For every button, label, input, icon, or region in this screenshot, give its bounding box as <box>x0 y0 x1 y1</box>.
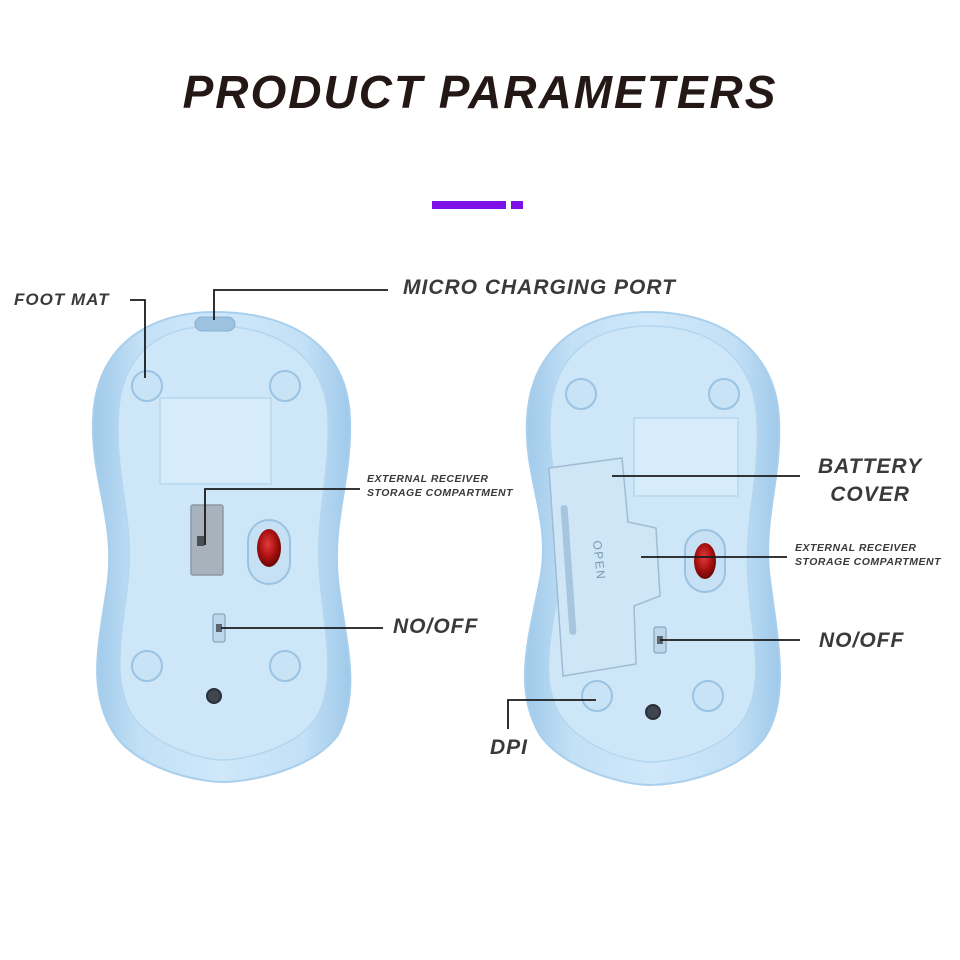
scroll-wheel-left <box>257 529 281 567</box>
mouse-bottom-view-left <box>91 310 352 784</box>
foot-mat-right-top-left <box>565 378 597 410</box>
mouse-bottom-view-right: OPEN <box>523 310 782 787</box>
battery-cover-panel <box>548 457 661 677</box>
foot-mat-left-bottom-right <box>269 650 301 682</box>
mouse-hole-right <box>645 704 661 720</box>
battery-cover-line2: COVER <box>830 483 910 506</box>
receiver-slot-left <box>190 504 224 576</box>
page-title: PRODUCT PARAMETERS <box>182 66 778 118</box>
accent-bar-short <box>511 201 523 209</box>
foot-mat-left-bottom-left <box>131 650 163 682</box>
battery-cover-groove <box>560 505 577 635</box>
sensor-panel-left <box>159 397 272 485</box>
battery-cover-open-engraving: OPEN <box>590 540 608 581</box>
micro-charging-port-label: MICRO CHARGING PORT <box>403 276 676 299</box>
receiver-storage-right-label: EXTERNAL RECEIVER STORAGE COMPARTMENT <box>795 541 941 569</box>
leader-lines <box>130 289 800 729</box>
charging-port-left <box>194 316 236 332</box>
receiver-storage-right-line1: EXTERNAL RECEIVER <box>795 542 917 554</box>
leader-charging-port <box>213 289 388 320</box>
no-off-right-label: NO/OFF <box>819 629 905 652</box>
accent-bar-long <box>432 201 506 209</box>
receiver-storage-right-line2: STORAGE COMPARTMENT <box>795 556 942 568</box>
battery-cover-line1: BATTERY <box>818 455 923 478</box>
foot-mat-right-top-right <box>708 378 740 410</box>
receiver-storage-left-line1: EXTERNAL RECEIVER <box>367 473 489 485</box>
receiver-slot-clip-left <box>197 536 204 546</box>
scroll-wheel-right <box>694 543 716 579</box>
foot-mat-right-bottom-left <box>581 680 613 712</box>
foot-mat-left-top-right <box>269 370 301 402</box>
battery-cover-label: BATTERY COVER <box>818 453 922 509</box>
leader-receiver-left <box>204 488 360 545</box>
dpi-label: DPI <box>490 736 529 759</box>
mouse-hole-left <box>206 688 222 704</box>
sensor-panel-right <box>633 417 739 497</box>
foot-mat-left-top-left <box>131 370 163 402</box>
no-off-left-label: NO/OFF <box>393 615 479 638</box>
power-switch-knob-left <box>216 624 222 632</box>
receiver-storage-left-line2: STORAGE COMPARTMENT <box>367 487 514 499</box>
receiver-storage-left-label: EXTERNAL RECEIVER STORAGE COMPARTMENT <box>367 472 513 500</box>
foot-mat-label: FOOT MAT <box>14 290 110 309</box>
leader-foot-mat <box>130 299 146 378</box>
foot-mat-right-bottom-right <box>692 680 724 712</box>
leader-dpi <box>507 699 596 729</box>
